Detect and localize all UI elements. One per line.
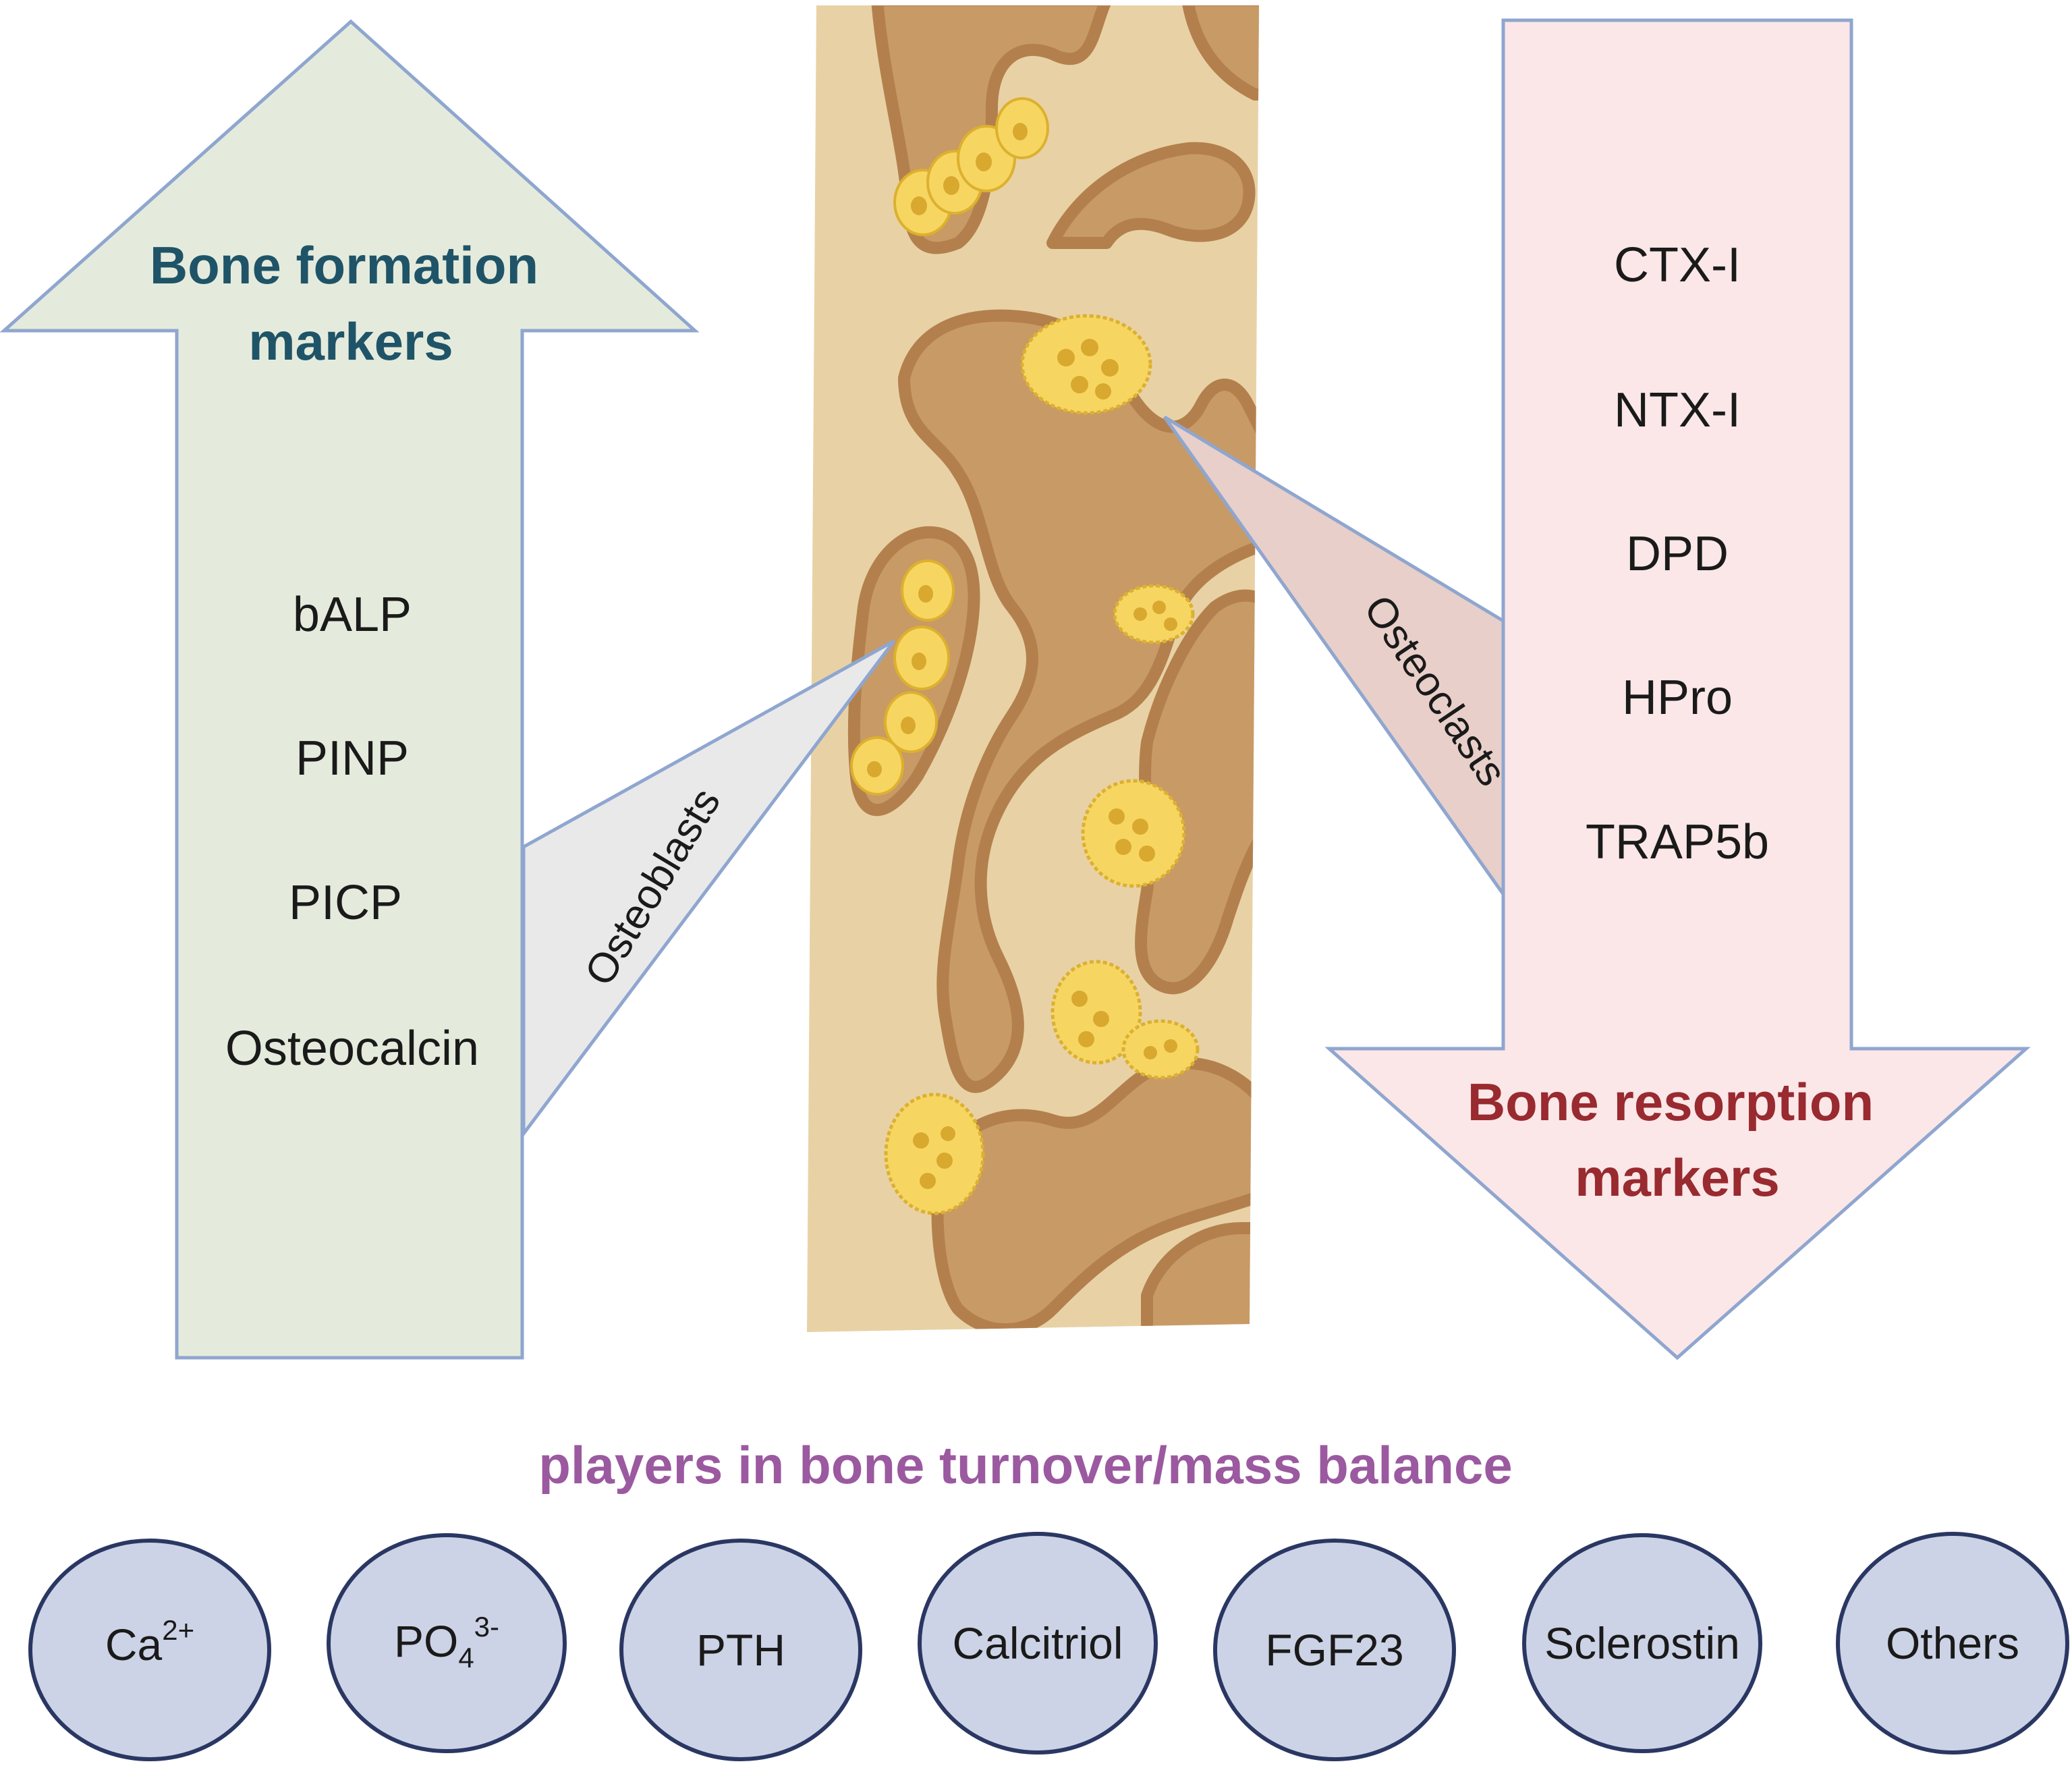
formation-marker-balp: bALP <box>293 588 412 642</box>
player-label-phosphate: PO43- <box>394 1611 499 1674</box>
resorption-marker-ntx: NTX-I <box>1614 383 1741 437</box>
formation-marker-picp: PICP <box>289 876 402 930</box>
trabecula-right-curl <box>1046 142 1256 249</box>
player-circle-fgf23 <box>1213 1539 1456 1761</box>
resorption-marker-ctx: CTX-I <box>1614 238 1741 292</box>
player-circle-calcitriol <box>918 1532 1158 1755</box>
resorption-title-line1: Bone resorption <box>1467 1072 1874 1132</box>
trabecula-bottom-left <box>931 1057 1259 1332</box>
trabecula-bottom-right <box>1141 1222 1259 1332</box>
osteoclasts-callout <box>1163 415 1505 900</box>
formation-marker-osteocalcin: Osteocalcin <box>225 1022 479 1076</box>
player-circle-calcium <box>28 1539 271 1761</box>
player-label-others: Others <box>1886 1618 2019 1668</box>
osteoblasts-callout <box>522 639 895 1139</box>
resorption-marker-trap5b: TRAP5b <box>1586 815 1769 869</box>
formation-title-line1: Bone formation <box>150 236 538 295</box>
formation-arrow <box>0 19 700 1360</box>
player-circle-pth <box>619 1539 862 1761</box>
osteoblast-nuclei <box>867 123 1028 777</box>
bone-tissue-illustration <box>807 5 1259 1332</box>
players-title: players in bone turnover/mass balance <box>538 1435 1513 1495</box>
resorption-marker-hpro: HPro <box>1622 671 1733 725</box>
player-circle-others <box>1836 1532 2069 1755</box>
osteoclast-nuclei <box>913 339 1177 1189</box>
trabecula-right-lower <box>1135 589 1259 995</box>
osteoclast-cells <box>884 314 1200 1215</box>
formation-title-line2: markers <box>248 312 453 371</box>
resorption-title-line2: markers <box>1575 1148 1780 1207</box>
player-label-calcitriol: Calcitriol <box>952 1618 1123 1668</box>
formation-marker-pinp: PINP <box>296 731 409 785</box>
player-label-pth: PTH <box>696 1625 785 1675</box>
player-label-sclerostin: Sclerostin <box>1544 1618 1740 1668</box>
player-label-calcium: Ca2+ <box>105 1614 194 1669</box>
resorption-arrow <box>1324 18 2031 1360</box>
player-label-fgf23: FGF23 <box>1265 1625 1403 1675</box>
players-list: Ca2+ PO43- PTH Calcitriol FGF23 Sclerost… <box>28 1532 2069 1761</box>
trabecula-top-right <box>1181 5 1259 101</box>
player-circle-sclerostin <box>1522 1533 1762 1753</box>
resorption-marker-dpd: DPD <box>1626 527 1729 581</box>
player-circle-phosphate <box>327 1533 567 1753</box>
